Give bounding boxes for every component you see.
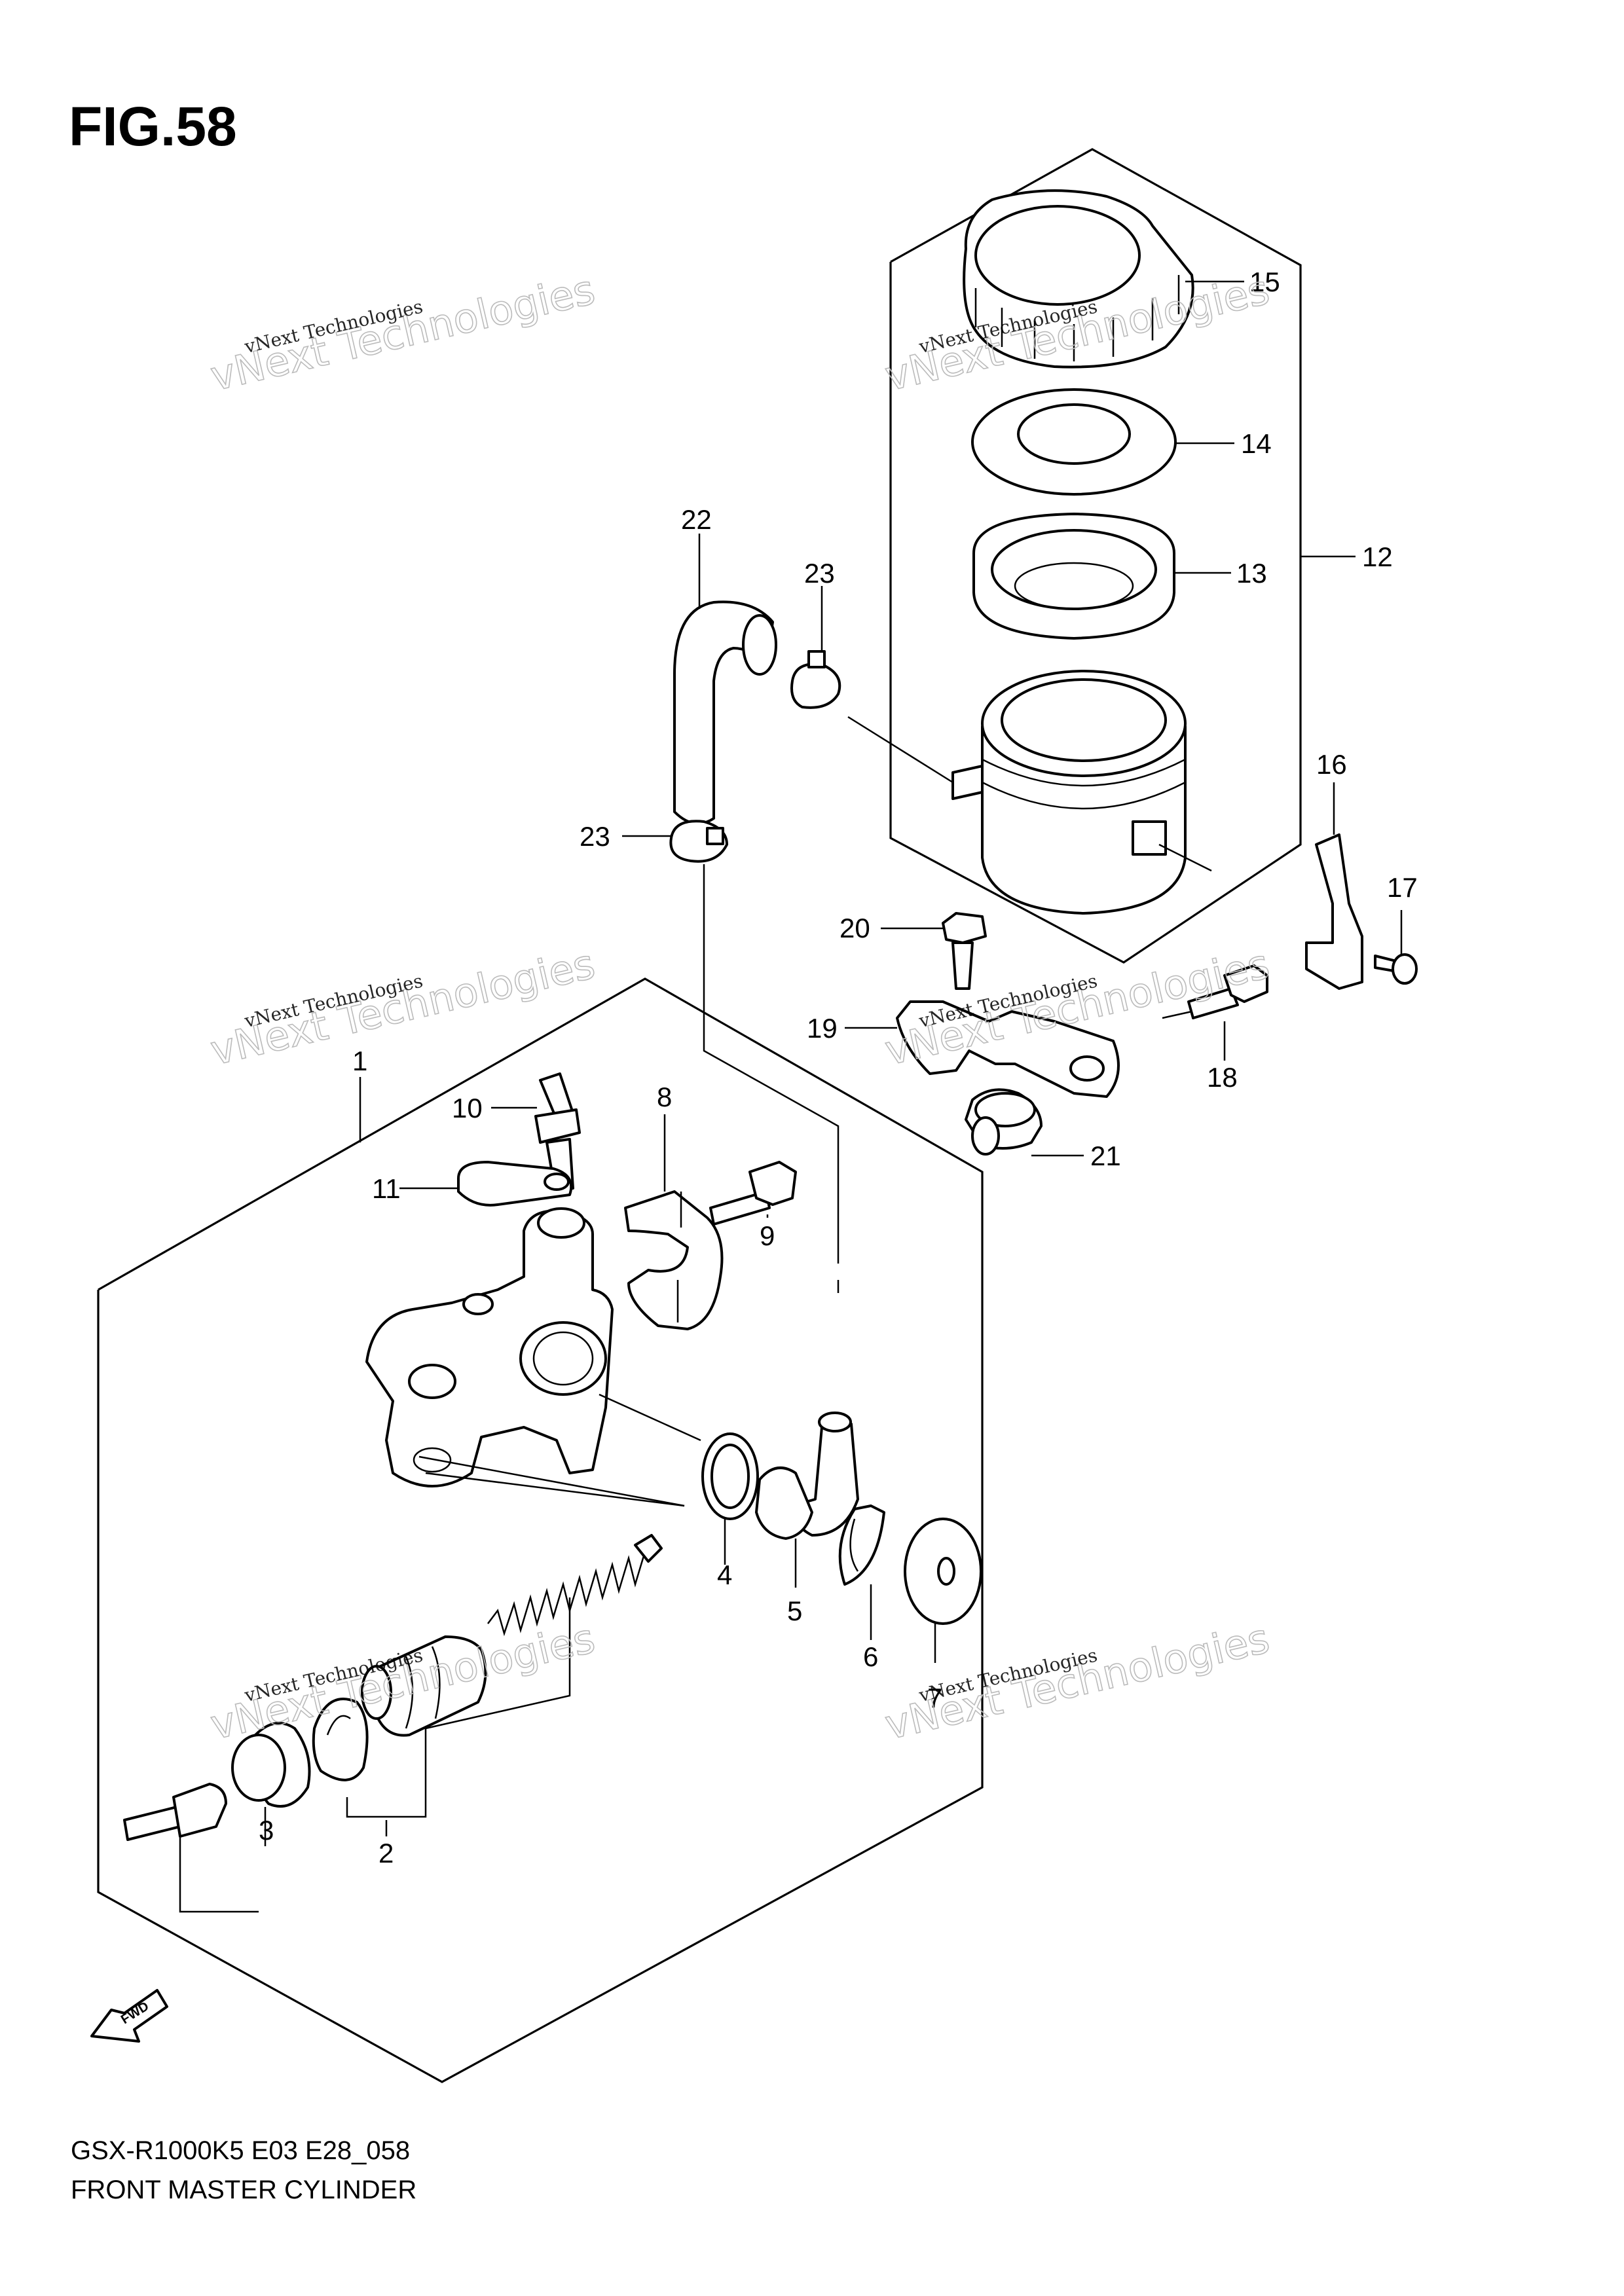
reservoir-bracket — [1305, 833, 1363, 990]
piston — [361, 1635, 487, 1737]
callout-2: 2 — [378, 1838, 394, 1868]
bracket-line-left — [179, 1833, 259, 1913]
callout-12: 12 — [1362, 541, 1393, 572]
callout-17: 17 — [1387, 872, 1418, 903]
callout-19: 19 — [807, 1013, 838, 1044]
dust-boot — [904, 1518, 982, 1625]
return-spring — [487, 1534, 663, 1637]
hose-clamp-upper — [790, 650, 841, 709]
holder-bolt — [709, 1161, 797, 1226]
callout-21: 21 — [1090, 1140, 1121, 1171]
callout-9: 9 — [760, 1220, 775, 1251]
o-ring — [701, 1432, 759, 1520]
handlebar-holder — [624, 1190, 724, 1330]
callout-11: 11 — [372, 1173, 401, 1204]
reservoir-cap — [963, 189, 1194, 369]
callout-5: 5 — [787, 1595, 802, 1626]
push-rod — [123, 1783, 227, 1841]
callout-16: 16 — [1316, 749, 1347, 780]
grommet — [965, 1088, 1043, 1156]
reservoir-assembly-outline — [889, 148, 1302, 964]
callout-23-lower: 23 — [580, 821, 610, 852]
callout-14: 14 — [1241, 428, 1272, 459]
bleed-cap — [457, 1161, 573, 1207]
callout-23-upper: 23 — [804, 558, 835, 589]
callout-20: 20 — [840, 913, 870, 943]
callout-8: 8 — [657, 1082, 672, 1112]
circlip-2 — [312, 1698, 369, 1781]
callout-10: 10 — [452, 1093, 483, 1123]
reservoir-hose — [673, 600, 777, 825]
bracket-2-spring — [425, 1597, 571, 1730]
fwd-arrow: FWD — [90, 1989, 168, 2043]
callout-18: 18 — [1207, 1062, 1238, 1093]
bracket-bolt — [1187, 964, 1268, 1019]
reservoir-mount-bolt — [942, 912, 987, 990]
figure-caption: FRONT MASTER CYLINDER — [71, 2176, 416, 2204]
callout-15: 15 — [1249, 266, 1280, 297]
hose-clamp-lower — [669, 820, 728, 863]
diaphragm-plate — [971, 388, 1177, 496]
diaphragm — [972, 513, 1175, 640]
guide-line-piston-lower — [425, 1472, 685, 1507]
callout-3: 3 — [259, 1815, 274, 1846]
guide-line-bolt — [1162, 1010, 1192, 1019]
bracket-2 — [346, 1728, 427, 1818]
hose-guide-line-lower — [703, 864, 840, 1264]
figure-title: FIG.58 — [69, 96, 237, 157]
callout-1: 1 — [352, 1046, 367, 1076]
master-cylinder-outline — [97, 977, 984, 2083]
callout-22: 22 — [681, 504, 712, 535]
bracket-screw — [1374, 953, 1418, 985]
callout-7: 7 — [927, 1683, 942, 1713]
hose-union — [755, 1412, 859, 1540]
reservoir-stay — [896, 1000, 1120, 1098]
cup — [231, 1722, 311, 1808]
guide-line-piston-upper — [418, 1455, 685, 1507]
hose-guide-line-upper — [847, 716, 953, 784]
model-code: GSX-R1000K5 E03 E28_058 — [71, 2136, 410, 2165]
circlip-6 — [838, 1504, 885, 1586]
master-cylinder-body — [365, 1207, 614, 1487]
callout-13: 13 — [1236, 558, 1267, 589]
reservoir-body — [951, 670, 1187, 915]
callout-6: 6 — [863, 1641, 878, 1672]
guide-line-o-ring — [599, 1393, 701, 1442]
guide-line-bracket — [1158, 843, 1212, 872]
callout-4: 4 — [717, 1559, 732, 1590]
